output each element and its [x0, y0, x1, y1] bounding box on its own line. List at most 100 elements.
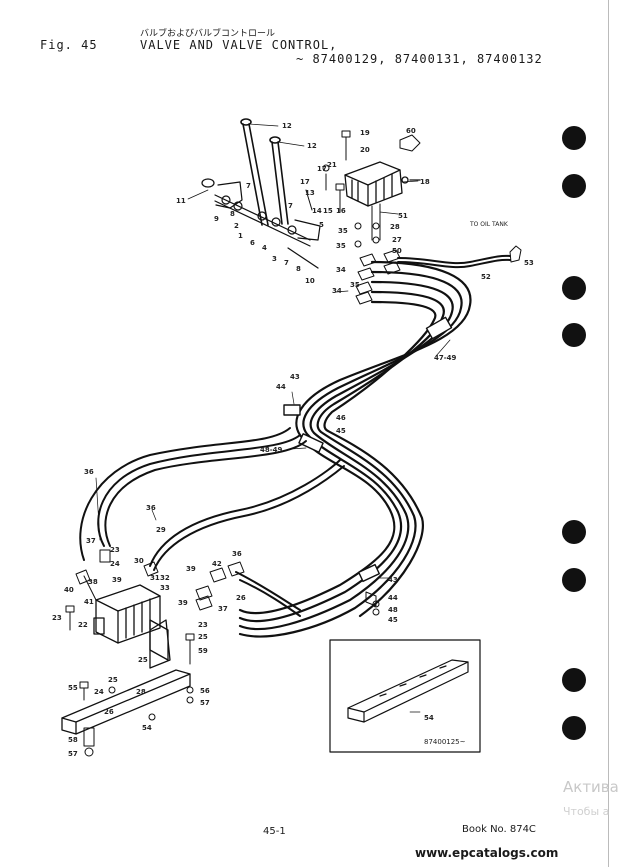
part-label: 39: [112, 576, 122, 584]
punch-hole: [562, 668, 586, 692]
part-label: 43: [388, 576, 398, 584]
part-label: 43: [290, 373, 300, 381]
part-label: 26: [236, 594, 246, 602]
part-label: 1: [238, 232, 243, 240]
part-label: 3: [272, 255, 277, 263]
part-label: 27: [392, 236, 402, 244]
part-label: 59: [198, 647, 208, 655]
activation-watermark-title: Актива: [563, 778, 619, 796]
part-label: 4: [262, 244, 267, 252]
lever-bracket: [201, 178, 321, 269]
part-label: 24: [94, 688, 104, 696]
tank-return-hose: [397, 245, 522, 269]
part-label: 39: [186, 565, 196, 573]
part-label: 14: [312, 207, 322, 215]
part-label: 31: [150, 574, 160, 582]
part-label: 29: [156, 526, 166, 534]
part-label: 52: [481, 273, 491, 281]
leader-lines: [95, 123, 451, 713]
part-label: 35: [350, 281, 360, 289]
lower-hoses: [79, 427, 345, 617]
part-label: 44: [276, 383, 286, 391]
part-label: 33: [160, 584, 170, 592]
part-label: 58: [68, 736, 78, 744]
serial-numbers: ~ 87400129, 87400131, 87400132: [296, 52, 543, 66]
part-label: 36: [146, 504, 156, 512]
part-label: 9: [214, 215, 219, 223]
part-label: 51: [398, 212, 408, 220]
part-label: 28: [136, 688, 146, 696]
part-label: 36: [84, 468, 94, 476]
punch-hole: [562, 276, 586, 300]
part-label: 45: [336, 427, 346, 435]
part-label: 32: [160, 574, 170, 582]
mounting-bracket: [61, 619, 191, 735]
part-label: 11: [176, 197, 186, 205]
page-title: VALVE AND VALVE CONTROL,: [140, 38, 338, 52]
part-label: 23: [198, 621, 208, 629]
part-label: 12: [307, 142, 317, 150]
part-label: 7: [246, 182, 251, 190]
valve-fittings: [354, 203, 401, 305]
inset-code: 87400125~: [424, 738, 466, 746]
part-label: 25: [198, 633, 208, 641]
punch-hole: [562, 323, 586, 347]
part-label: 42: [212, 560, 222, 568]
lower-fittings: [75, 549, 245, 611]
part-label: 54: [424, 714, 434, 722]
part-label: 20: [360, 146, 370, 154]
part-label: 37: [218, 605, 228, 613]
activation-watermark-subtitle: Чтобы а: [563, 805, 610, 818]
part-label: 25: [138, 656, 148, 664]
part-label: 40: [64, 586, 74, 594]
punch-hole: [562, 174, 586, 198]
binding-margin-line: [608, 0, 609, 867]
part-label: 12: [282, 122, 292, 130]
part-label: 17: [300, 178, 310, 186]
part-label: 55: [68, 684, 78, 692]
part-label: 6: [250, 239, 255, 247]
japanese-title: バルブおよびバルブコントロール: [140, 29, 276, 39]
part-label: 41: [84, 598, 94, 606]
part-label: 34: [336, 266, 346, 274]
part-label: 5: [319, 221, 324, 229]
part-label: 35: [338, 227, 348, 235]
part-label: 60: [406, 127, 416, 135]
part-label: 34: [332, 287, 342, 295]
part-label: 13: [305, 189, 315, 197]
book-number: Book No. 874C: [462, 824, 536, 835]
part-label: 7: [288, 202, 293, 210]
part-label: 16: [336, 207, 346, 215]
part-label: 48-49: [260, 446, 283, 454]
part-label: 57: [68, 750, 78, 758]
control-levers: [240, 118, 289, 226]
control-valve: [344, 161, 421, 207]
part-label: 7: [284, 259, 289, 267]
lower-valve: [93, 584, 169, 661]
part-label: 57: [200, 699, 210, 707]
part-label: 30: [134, 557, 144, 565]
part-label: 23: [52, 614, 62, 622]
part-label: 25: [108, 676, 118, 684]
lower-bolts: [65, 605, 195, 757]
part-label: 26: [104, 708, 114, 716]
part-label: 8: [296, 265, 301, 273]
website-link[interactable]: www.epcatalogs.com: [415, 846, 559, 860]
figure-label: Fig. 45: [40, 38, 98, 52]
part-label: 24: [110, 560, 120, 568]
part-label: 18: [420, 178, 430, 186]
page-number: 45-1: [263, 826, 286, 837]
part-label: 17: [317, 165, 327, 173]
part-label: 46: [336, 414, 346, 422]
part-label: 2: [234, 222, 239, 230]
part-label: 35: [336, 242, 346, 250]
part-number-labels: 12 12 7 11 9 8 2 1 6 4 3 7 8 17 13 14 15…: [52, 122, 534, 758]
part-label: 36: [232, 550, 242, 558]
part-label: 48: [388, 606, 398, 614]
part-label: 19: [360, 129, 370, 137]
part-label: 38: [88, 578, 98, 586]
part-label: 28: [390, 223, 400, 231]
part-label: 37: [86, 537, 96, 545]
punch-hole: [562, 520, 586, 544]
